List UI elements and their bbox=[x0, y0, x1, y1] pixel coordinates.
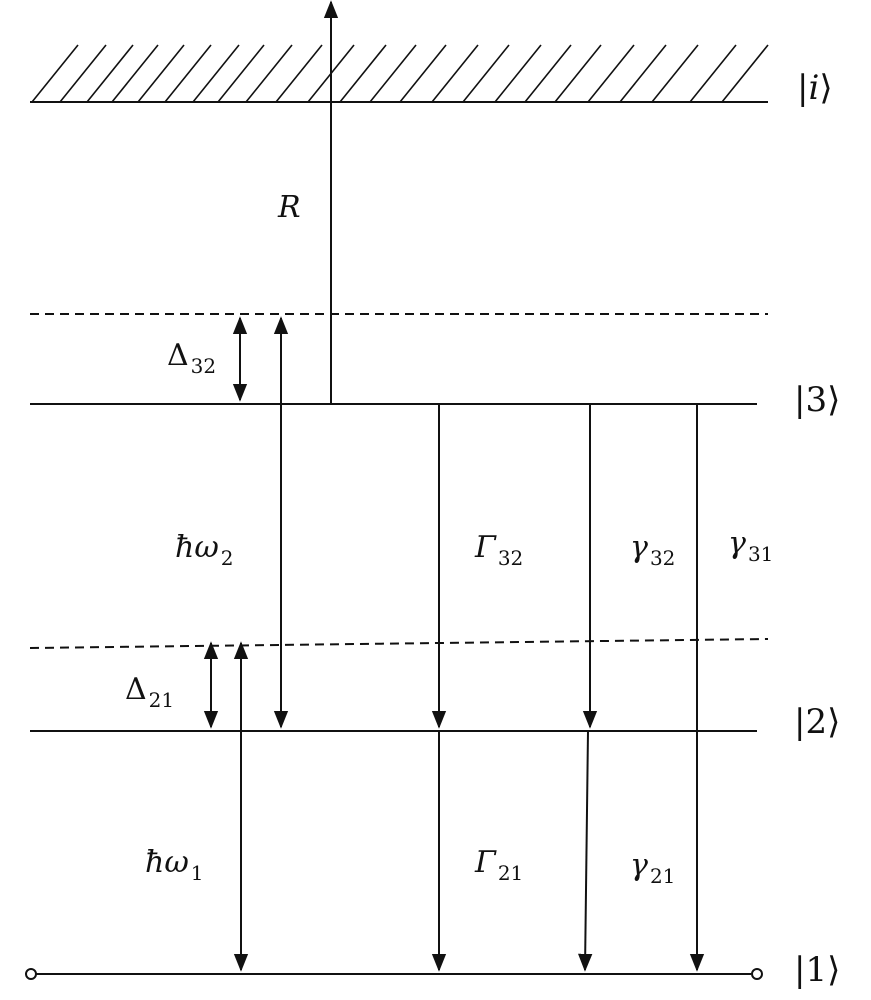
ket-label-1: |1⟩ bbox=[794, 950, 841, 990]
level-1-left-endpoint bbox=[25, 968, 37, 980]
level-1-right-endpoint bbox=[751, 968, 763, 980]
continuum-hatching bbox=[31, 44, 769, 103]
label-R: R bbox=[278, 190, 301, 225]
ket-label-3: |3⟩ bbox=[794, 380, 841, 420]
ket-label-i: |i⟩ bbox=[797, 68, 833, 108]
decay-arrow-gamma21 bbox=[578, 730, 593, 972]
ket-label-2: |2⟩ bbox=[794, 702, 841, 742]
virtual-level-lower bbox=[29, 638, 769, 649]
